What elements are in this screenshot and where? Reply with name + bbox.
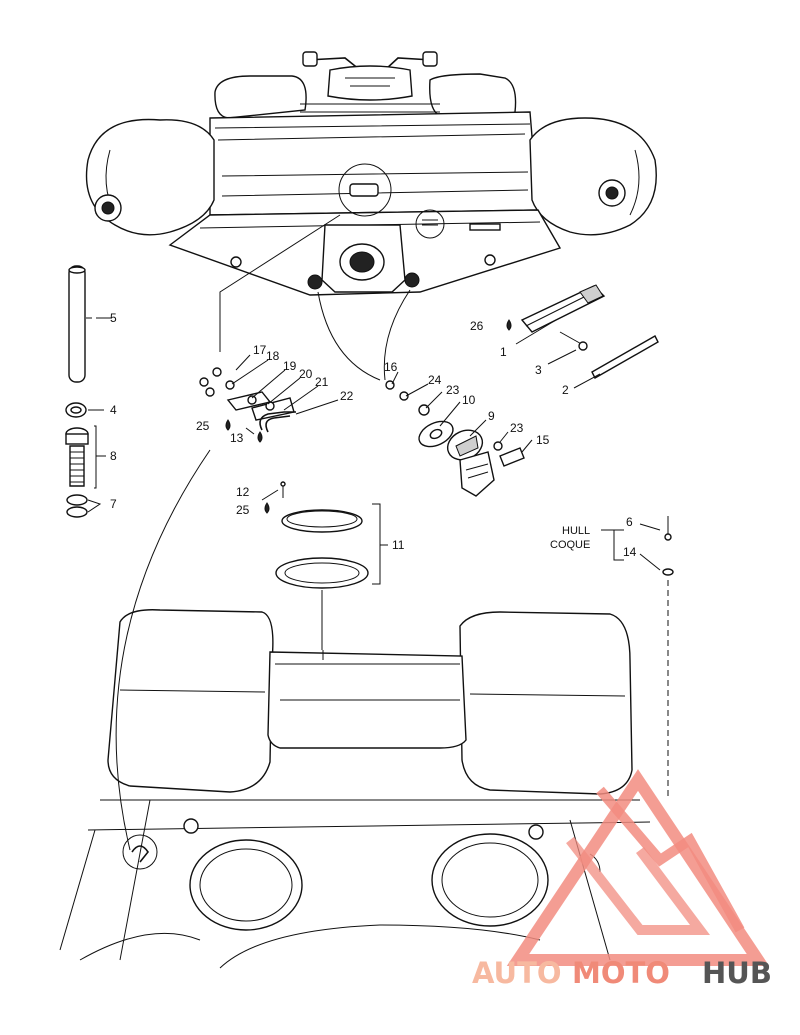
- part-11-hatch-ring: [275, 509, 369, 650]
- watermark-logo: AUTO MOTO HUB: [472, 769, 772, 990]
- label-1: 1: [500, 345, 507, 359]
- label-7: 7: [110, 497, 117, 511]
- drop-26: [506, 319, 512, 331]
- part-6-screw: [664, 516, 672, 541]
- label-25-top: 25: [196, 419, 210, 433]
- label-3: 3: [535, 363, 542, 377]
- part-4-grommet: [65, 402, 87, 418]
- label-11: 11: [392, 538, 405, 552]
- watermark-hub: HUB: [702, 956, 772, 990]
- label-17: 17: [253, 343, 267, 357]
- drop-25b: [264, 502, 270, 514]
- nozzle-assembly: [317, 289, 525, 497]
- part-1-bar: [520, 284, 606, 333]
- label-2: 2: [562, 383, 569, 397]
- label-23-bottom: 23: [510, 421, 524, 435]
- label-6: 6: [626, 515, 633, 529]
- label-12: 12: [236, 485, 250, 499]
- label-16: 16: [384, 360, 398, 374]
- part-3-pin: [559, 331, 588, 351]
- part-14-washer: [662, 568, 674, 800]
- watermark-triangle-icon: [506, 769, 770, 966]
- hull-label: HULL: [562, 525, 590, 537]
- label-25-bottom: 25: [236, 503, 250, 517]
- label-26: 26: [470, 319, 484, 333]
- label-5: 5: [110, 311, 117, 325]
- part-8-fitting: [65, 427, 89, 487]
- label-10: 10: [462, 393, 476, 407]
- part-5-tube: [68, 265, 86, 383]
- label-23-top: 23: [446, 383, 460, 397]
- label-19: 19: [283, 359, 297, 373]
- craft-bottom-view: [59, 449, 651, 969]
- label-15: 15: [536, 433, 550, 447]
- part-labels: 1 2 3 26 5 4 8 7 17 18 19 20 21 22 25 13…: [110, 311, 637, 559]
- callout-leaders: [86, 317, 661, 585]
- label-18: 18: [266, 349, 280, 363]
- label-4: 4: [110, 403, 117, 417]
- label-21: 21: [315, 375, 329, 389]
- part-2-rod: [591, 335, 659, 379]
- label-22: 22: [340, 389, 354, 403]
- part-7-clamps: [66, 494, 88, 518]
- craft-top-view: [85, 51, 657, 296]
- watermark-moto: MOTO: [572, 956, 670, 990]
- bracket-assembly: [199, 214, 341, 443]
- label-9: 9: [488, 409, 495, 423]
- label-24: 24: [428, 373, 442, 387]
- coque-label: COQUE: [550, 539, 590, 551]
- label-13: 13: [230, 431, 244, 445]
- label-20: 20: [299, 367, 313, 381]
- watermark-auto: AUTO: [472, 956, 562, 990]
- part-12-screw: [280, 481, 286, 498]
- label-14: 14: [623, 545, 637, 559]
- label-8: 8: [110, 449, 117, 463]
